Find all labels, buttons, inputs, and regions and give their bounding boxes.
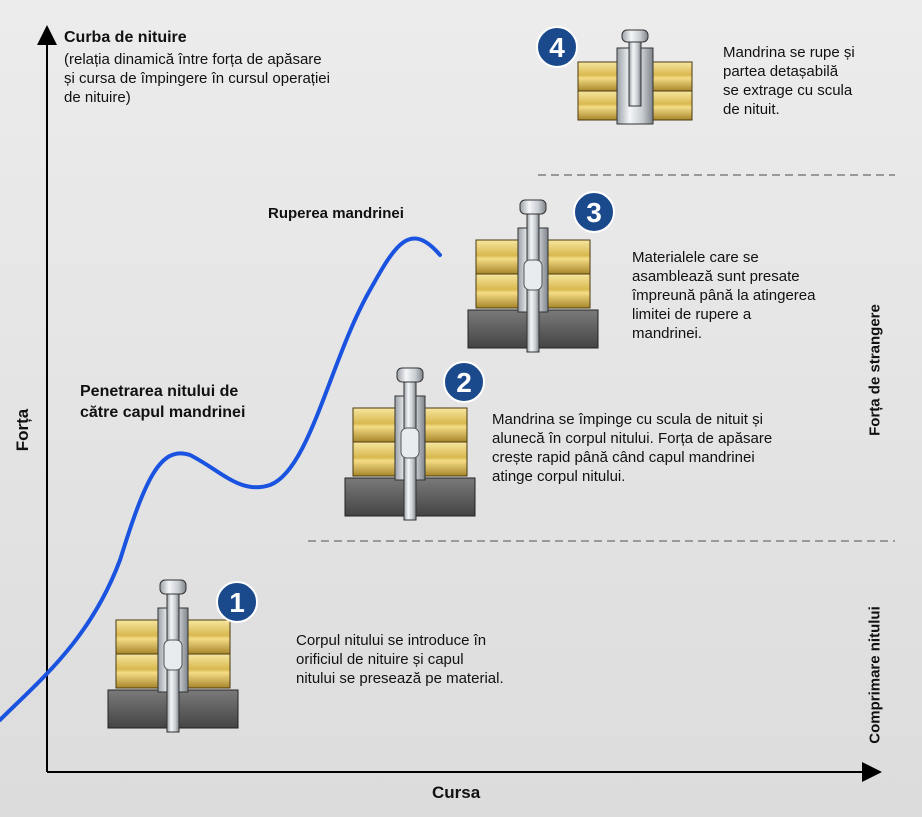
chart-subtitle: (relația dinamică între forța de apăsare…: [64, 51, 330, 106]
break-label: Ruperea mandrinei: [268, 205, 404, 222]
x-axis-label: Cursa: [432, 783, 481, 802]
chart-title: Curba de nituire: [64, 29, 187, 46]
step-2-text: Mandrina se împinge cu scula de nituit ș…: [492, 411, 773, 485]
badge-1-number: 1: [229, 587, 245, 618]
step-1-text: Corpul nitului se introduce în orificiul…: [296, 632, 504, 687]
clamping-label: Forța de strangere: [866, 304, 884, 436]
badge-3-number: 3: [586, 197, 602, 228]
badge-4-icon: [536, 26, 578, 68]
step-3-text: Materialele care se asamblează sunt pres…: [632, 249, 816, 342]
compression-label: Comprimare nitului: [866, 606, 884, 744]
y-axis-label: Forța: [13, 408, 32, 452]
badge-2-icon: [443, 361, 485, 403]
clamping-label-wrapper: Forța de strangere: [860, 265, 890, 475]
badge-3-icon: [573, 191, 615, 233]
penetration-label: Penetrarea nitului de către capul mandri…: [80, 383, 246, 421]
y-axis-label-wrapper: Forța: [8, 385, 38, 475]
badge-4-number: 4: [549, 32, 565, 63]
badge-1-icon: [216, 581, 258, 623]
step-4-text: Mandrina se rupe și partea detașabilă se…: [723, 44, 855, 118]
compression-label-wrapper: Comprimare nitului: [860, 580, 890, 770]
badge-2-number: 2: [456, 367, 472, 398]
riveting-curve: [0, 236, 442, 722]
rivet-illustration-4: [577, 29, 693, 125]
